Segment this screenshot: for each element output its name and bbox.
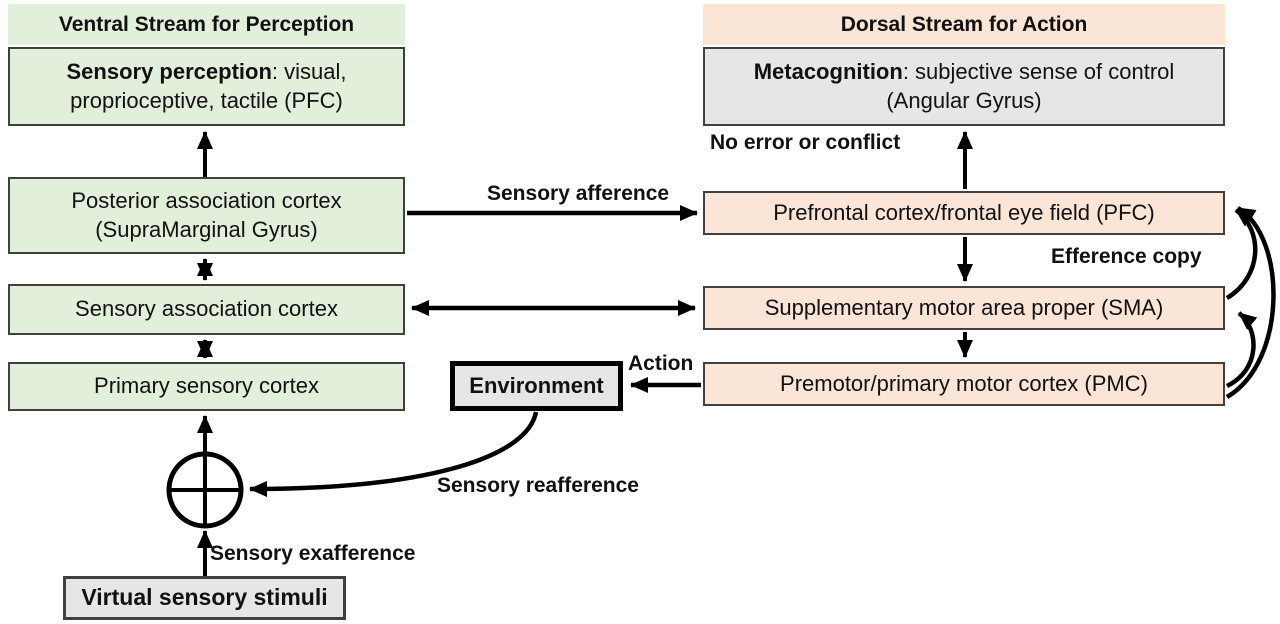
node-supplementary-motor-area: Supplementary motor area proper (SMA) bbox=[703, 286, 1225, 330]
label-no-error-or-conflict: No error or conflict bbox=[710, 131, 901, 154]
label-efference-copy: Efference copy bbox=[1051, 245, 1202, 268]
label-action: Action bbox=[628, 352, 694, 375]
node-sensory-association-cortex: Sensory association cortex bbox=[8, 284, 405, 335]
node-environment: Environment bbox=[450, 361, 623, 411]
node-text-line2: proprioceptive, tactile (PFC) bbox=[70, 87, 343, 113]
node-text-rest: : subjective sense of control bbox=[902, 59, 1175, 85]
arrow-sensory-reafference bbox=[249, 411, 539, 497]
label-sensory-exafference: Sensory exafference bbox=[210, 542, 416, 565]
node-posterior-association-cortex: Posterior association cortex (SupraMargi… bbox=[8, 177, 405, 254]
node-metacognition: Metacognition: subjective sense of contr… bbox=[703, 47, 1225, 126]
arrow-efference-pmc-to-pfc bbox=[1225, 206, 1276, 399]
node-text-bold: Metacognition bbox=[753, 59, 903, 85]
dorsal-stream-header: Dorsal Stream for Action bbox=[703, 4, 1225, 45]
comparator-icon bbox=[166, 451, 244, 529]
node-prefrontal-cortex: Prefrontal cortex/frontal eye field (PFC… bbox=[703, 191, 1225, 235]
arrow-efference-pmc-to-sma bbox=[1225, 311, 1258, 389]
label-sensory-reafference: Sensory reafference bbox=[437, 474, 639, 497]
node-text-bold: Sensory perception bbox=[66, 59, 272, 85]
node-premotor-cortex: Premotor/primary motor cortex (PMC) bbox=[703, 362, 1225, 406]
ventral-stream-header: Ventral Stream for Perception bbox=[8, 4, 405, 45]
node-text-rest: : visual, bbox=[271, 59, 347, 85]
node-sensory-perception: Sensory perception: visual, propriocepti… bbox=[8, 47, 405, 126]
node-text-line2: (SupraMarginal Gyrus) bbox=[95, 216, 318, 242]
node-text-line1: Posterior association cortex bbox=[71, 188, 342, 214]
node-primary-sensory-cortex: Primary sensory cortex bbox=[8, 362, 405, 411]
node-text-line1: Sensory perception: visual, bbox=[67, 58, 347, 86]
node-virtual-sensory-stimuli: Virtual sensory stimuli bbox=[63, 576, 346, 620]
node-text-line1: Metacognition: subjective sense of contr… bbox=[754, 58, 1175, 86]
node-text-line2: (Angular Gyrus) bbox=[886, 87, 1042, 113]
arrow-efference-sma-to-pfc bbox=[1225, 208, 1258, 300]
label-sensory-afference: Sensory afference bbox=[487, 182, 670, 205]
